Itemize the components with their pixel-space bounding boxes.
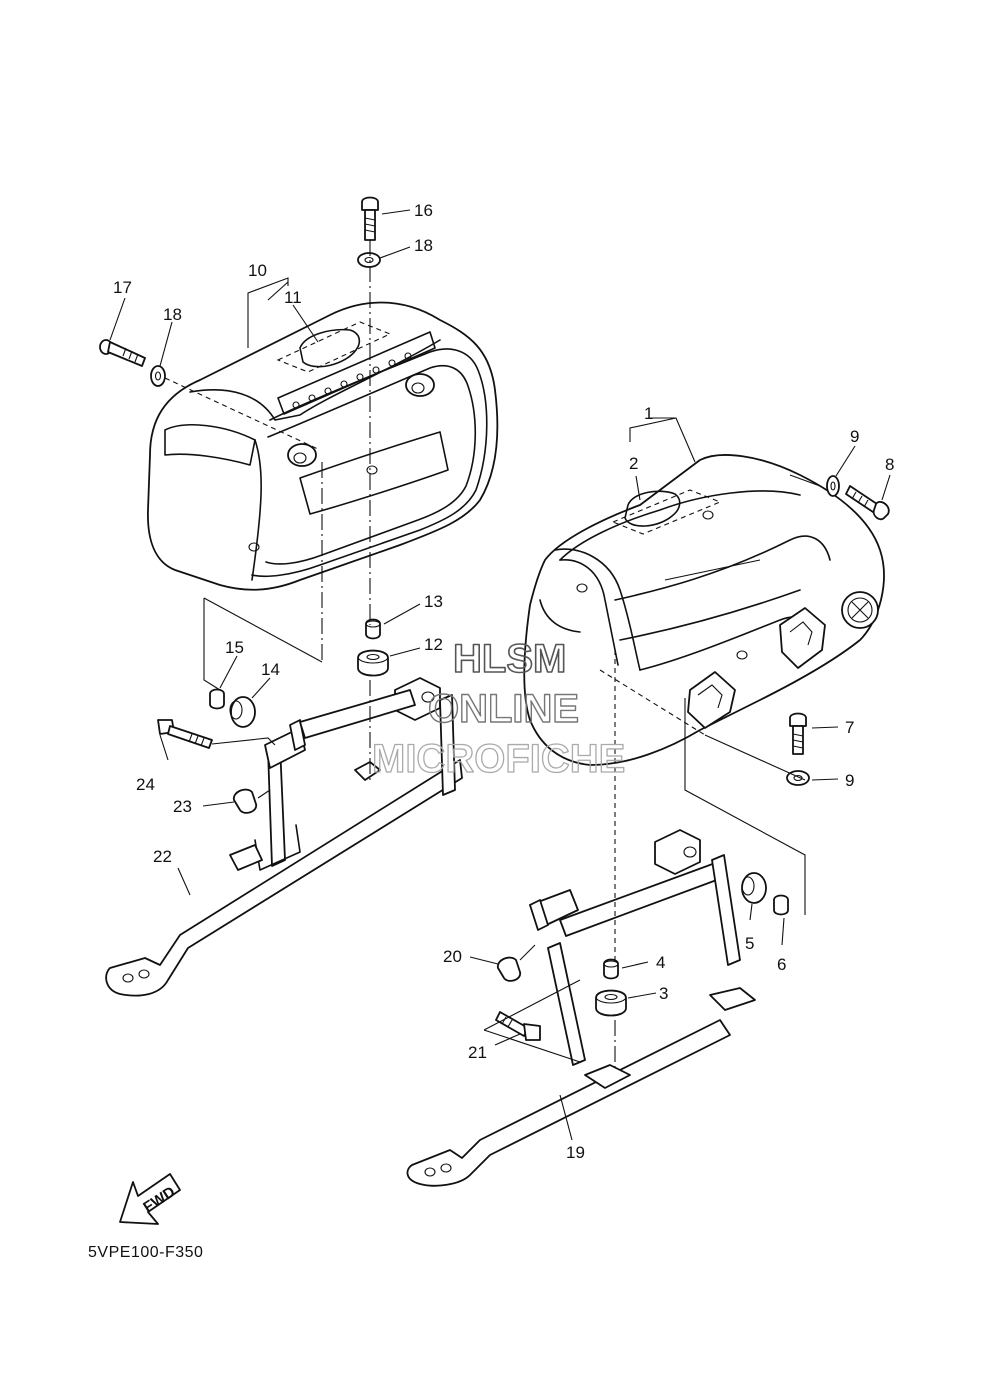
callout-4: 4 <box>656 953 665 972</box>
fwd-arrow: FWD <box>119 1173 181 1225</box>
grommet-5 <box>741 872 767 904</box>
bolt-16 <box>361 196 379 241</box>
washer-18-left <box>150 365 166 387</box>
callout-19: 19 <box>566 1143 585 1162</box>
callout-labels: 1 2 3 4 5 6 7 8 9 9 10 11 12 13 14 15 16… <box>113 201 894 1162</box>
left-bracket <box>105 677 463 997</box>
collar-4 <box>603 958 619 980</box>
left-saddlebag <box>147 301 499 591</box>
collar-6 <box>773 894 789 916</box>
watermark-line-1: HLSM <box>453 637 566 681</box>
callout-21: 21 <box>468 1043 487 1062</box>
callout-6: 6 <box>777 955 786 974</box>
callout-7: 7 <box>845 718 854 737</box>
cap-23 <box>233 788 257 814</box>
callout-5: 5 <box>745 934 754 953</box>
bolt-7 <box>789 712 807 755</box>
bolt-8 <box>845 485 890 521</box>
watermark: HLSM ONLINE MICROFICHE <box>371 636 626 781</box>
callout-16: 16 <box>414 201 433 220</box>
callout-14: 14 <box>261 660 280 679</box>
callout-10: 10 <box>248 261 267 280</box>
collar-13 <box>365 618 381 640</box>
callout-17: 17 <box>113 278 132 297</box>
right-bracket <box>406 829 756 1187</box>
callout-13: 13 <box>424 592 443 611</box>
callout-9-top: 9 <box>850 427 859 446</box>
grommet-3 <box>595 989 627 1017</box>
callout-8: 8 <box>885 455 894 474</box>
callout-20: 20 <box>443 947 462 966</box>
cap-20 <box>497 956 521 982</box>
callout-3: 3 <box>659 984 668 1003</box>
bolt-21 <box>495 1011 541 1041</box>
watermark-line-2: ONLINE <box>428 687 579 731</box>
right-saddlebag <box>523 454 885 766</box>
bolt-17 <box>99 339 146 367</box>
callout-24: 24 <box>136 775 155 794</box>
leader-lines <box>164 240 821 1070</box>
callout-12: 12 <box>424 635 443 654</box>
callout-18-left: 18 <box>163 305 182 324</box>
callout-pointers <box>109 209 891 1141</box>
washer-9-top <box>826 475 840 497</box>
grommet-12 <box>357 649 389 677</box>
callout-11: 11 <box>284 288 302 307</box>
callout-15: 15 <box>225 638 244 657</box>
watermark-line-3: MICROFICHE <box>372 737 625 781</box>
callout-2: 2 <box>629 454 638 473</box>
grommet-14 <box>229 696 256 728</box>
diagram-code: 5VPE100-F350 <box>88 1244 203 1261</box>
collar-15 <box>209 688 225 710</box>
callout-22: 22 <box>153 847 172 866</box>
callout-23: 23 <box>173 797 192 816</box>
bolt-24 <box>157 719 213 749</box>
washer-18-top <box>357 252 381 268</box>
callout-18-top: 18 <box>414 236 433 255</box>
callout-1: 1 <box>644 404 653 423</box>
callout-9-bottom: 9 <box>845 771 854 790</box>
